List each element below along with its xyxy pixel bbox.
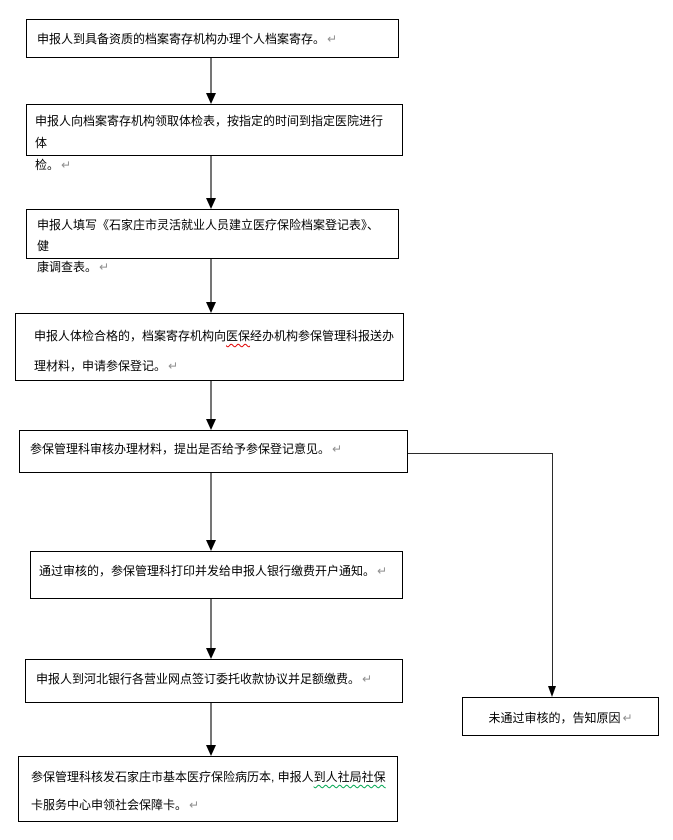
flow-step-5: 参保管理科审核办理材料，提出是否给予参保登记意见。↵ [19,430,408,473]
paragraph-return-mark: ↵ [332,442,343,456]
paragraph-return-mark: ↵ [327,32,338,46]
arrowhead-down-icon [206,302,216,313]
arrowhead-down-icon [206,198,216,209]
step-text-line1: 申报人向档案寄存机构领取体检表，按指定的时间到指定医院进行体 [35,114,384,150]
connector-line [210,599,212,648]
connector-line [210,58,212,93]
paragraph-return-mark: ↵ [168,359,179,373]
arrowhead-down-icon [206,648,216,659]
connector-line [210,473,212,540]
paragraph-return-mark: ↵ [99,260,110,274]
step-text-line1: 参保管理科核发石家庄市基本医疗保险病历本, 申报人到人社局社保 [31,770,386,784]
step-text-line2: 康调查表。↵ [37,260,110,274]
paragraph-return-mark: ↵ [622,711,633,725]
arrowhead-down-icon [206,419,216,430]
step-text-line1: 申报人填写《石家庄市灵活就业人员建立医疗保险档案登记表》、健 [37,218,380,253]
connector-line [210,156,212,198]
step-text: 通过审核的，参保管理科打印并发给申报人银行缴费开户通知。 [39,564,376,578]
arrowhead-down-icon [206,540,216,551]
paragraph-return-mark: ↵ [61,158,72,172]
step-text: 申报人到河北银行各营业网点签订委托收款协议并足额缴费。 [36,672,361,686]
flow-step-4: 申报人体检合格的，档案寄存机构向医保经办机构参保管理科报送办 理材料，申请参保登… [15,313,404,381]
arrowhead-down-icon [206,745,216,756]
branch-horizontal-line [408,453,553,454]
connector-line [210,381,212,419]
paragraph-return-mark: ↵ [377,564,388,578]
flow-step-1: 申报人到具备资质的档案寄存机构办理个人档案寄存。↵ [26,19,399,58]
flow-step-6: 通过审核的，参保管理科打印并发给申报人银行缴费开户通知。↵ [30,551,403,599]
paragraph-return-mark: ↵ [189,798,200,812]
flow-step-7: 申报人到河北银行各营业网点签订委托收款协议并足额缴费。↵ [25,659,403,703]
flow-step-3: 申报人填写《石家庄市灵活就业人员建立医疗保险档案登记表》、健 康调查表。↵ [26,209,399,274]
connector-line [210,259,212,302]
arrowhead-down-icon [206,93,216,104]
spellcheck-flagged-text: 医保 [226,329,251,343]
step-text-line2: 检。↵ [35,158,72,172]
step-text: 申报人到具备资质的档案寄存机构办理个人档案寄存。 [37,32,326,46]
branch-vertical-line [552,453,553,686]
reject-text: 未通过审核的，告知原因 [488,711,621,725]
paragraph-return-mark: ↵ [362,672,373,686]
step-text-line2: 卡服务中心申领社会保障卡。↵ [31,798,200,812]
step-text: 参保管理科审核办理材料，提出是否给予参保登记意见。 [30,442,331,456]
grammar-flagged-text: 到人社局社保 [313,770,386,784]
step-text-line2: 理材料，申请参保登记。↵ [34,359,179,373]
step-text-line1: 申报人体检合格的，档案寄存机构向医保经办机构参保管理科报送办 [34,329,395,343]
reject-reason-box: 未通过审核的，告知原因↵ [462,697,659,736]
arrowhead-down-icon [548,686,556,697]
flow-step-2: 申报人向档案寄存机构领取体检表，按指定的时间到指定医院进行体 检。↵ [26,104,403,172]
flow-step-8: 参保管理科核发石家庄市基本医疗保险病历本, 申报人到人社局社保 卡服务中心申领社… [18,756,398,822]
connector-line [210,703,212,745]
